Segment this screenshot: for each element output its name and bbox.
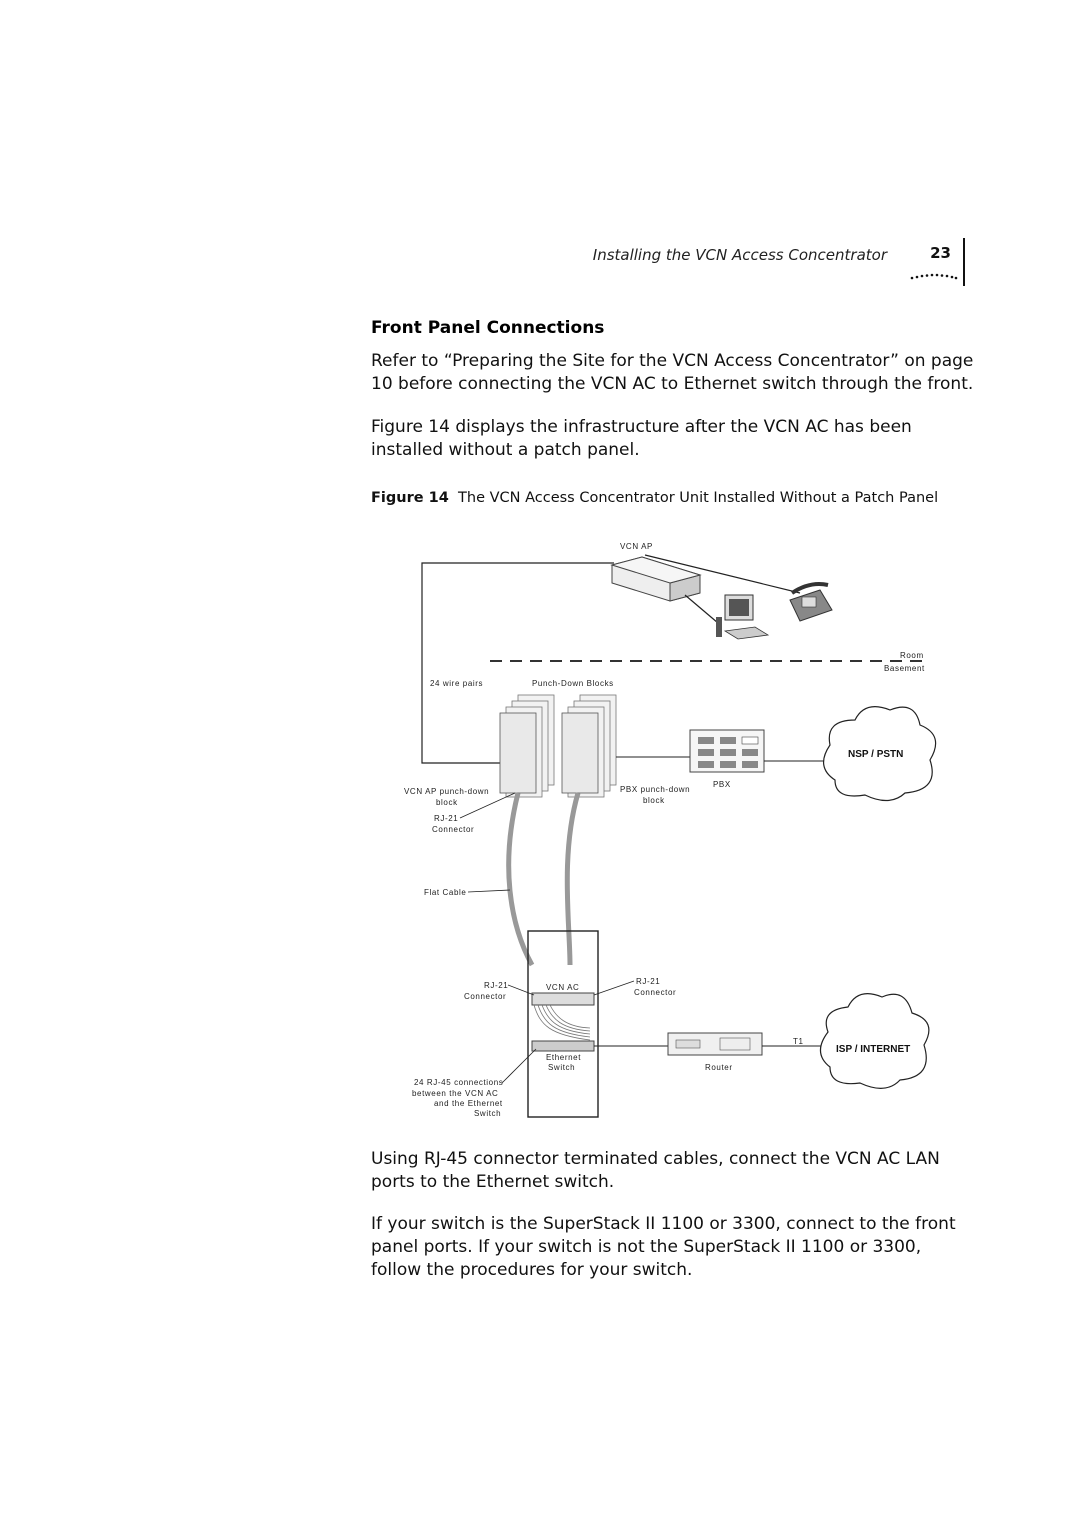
- label-connector-right: Connector: [634, 988, 676, 997]
- page-number: 23: [930, 244, 951, 262]
- paragraph-superstack: If your switch is the SuperStack II 1100…: [371, 1214, 956, 1280]
- label-pbx-block-1: PBX punch-down: [620, 785, 690, 794]
- rj21-lower-left-leader: [507, 984, 535, 996]
- equipment-rack: [527, 930, 599, 1118]
- label-rj45-2: between the VCN AC: [412, 1089, 498, 1098]
- label-nsp-pstn: NSP / PSTN: [848, 749, 903, 760]
- label-isp-internet: ISP / INTERNET: [836, 1044, 910, 1055]
- ap-to-punchdown-wire: [421, 562, 614, 764]
- label-vcn-ap-block-2: block: [436, 798, 458, 807]
- label-punch-down-blocks: Punch-Down Blocks: [532, 679, 614, 688]
- pbx-punch-down-block: [561, 694, 617, 798]
- figure-caption-text: The VCN Access Concentrator Unit Install…: [458, 490, 939, 506]
- label-wire-pairs: 24 wire pairs: [430, 679, 483, 688]
- label-rj45-4: Switch: [474, 1109, 501, 1118]
- figure-caption: Figure 14 The VCN Access Concentrator Un…: [371, 490, 981, 506]
- telephone-icon: [789, 582, 833, 622]
- flat-cable-2: [564, 792, 581, 966]
- ap-to-pc-line: [684, 594, 719, 624]
- label-room: Room: [900, 651, 924, 660]
- pbx-device: [689, 729, 765, 773]
- ap-to-phone-line: [644, 554, 801, 594]
- label-vcn-ac: VCN AC: [546, 983, 579, 992]
- label-rj21-lower-left: RJ-21: [484, 981, 508, 990]
- label-rj45-3: and the Ethernet: [434, 1099, 503, 1108]
- rj21-right-leader: [593, 980, 635, 996]
- paragraph-intro: Refer to “Preparing the Site for the VCN…: [371, 351, 974, 394]
- label-ethernet: Ethernet: [546, 1053, 581, 1062]
- label-rj21-upper: RJ-21: [434, 814, 458, 823]
- section-heading: Front Panel Connections: [371, 318, 605, 338]
- header-rule: [963, 238, 965, 286]
- label-flat-cable: Flat Cable: [424, 888, 466, 897]
- header-title: Installing the VCN Access Concentrator: [592, 246, 887, 264]
- paragraph-figure-ref: Figure 14 displays the infrastructure af…: [371, 417, 912, 460]
- label-rj45-1: 24 RJ-45 connections: [414, 1078, 503, 1087]
- figure-number: Figure 14: [371, 490, 449, 506]
- flat-cable-1: [506, 792, 535, 967]
- label-rj21-right: RJ-21: [636, 977, 660, 986]
- label-vcn-ap: VCN AP: [620, 542, 653, 551]
- rj45-cable-bundle: [533, 1004, 591, 1041]
- vcn-ap-punch-down-block: [499, 694, 555, 798]
- rj21-upper-leader: [459, 792, 516, 819]
- router-device: [667, 1032, 763, 1056]
- flat-cable-leader: [467, 889, 511, 893]
- label-t1: T1: [793, 1037, 804, 1046]
- label-connector-lower-left: Connector: [464, 992, 506, 1001]
- infrastructure-diagram: VCN AP Room Basement 24 wire pairs Punch…: [404, 542, 937, 1118]
- rj45-leader: [501, 1048, 537, 1084]
- ethernet-switch-unit: [531, 1040, 595, 1052]
- running-header: Installing the VCN Access Concentrator 2…: [560, 238, 965, 288]
- vcn-ap-device: [610, 556, 702, 602]
- vcn-ac-unit: [531, 992, 595, 1006]
- label-router: Router: [705, 1063, 733, 1072]
- nsp-pstn-cloud: [823, 706, 937, 802]
- label-vcn-ap-block-1: VCN AP punch-down: [404, 787, 489, 796]
- label-pbx-block-2: block: [643, 796, 665, 805]
- paragraph-rj45: Using RJ-45 connector terminated cables,…: [371, 1149, 940, 1192]
- header-dots-ornament: [910, 273, 958, 280]
- isp-internet-cloud: [819, 993, 930, 1089]
- label-switch: Switch: [548, 1063, 575, 1072]
- label-connector-upper: Connector: [432, 825, 474, 834]
- computer-icon: [716, 594, 770, 640]
- label-pbx: PBX: [713, 780, 731, 789]
- label-basement: Basement: [884, 664, 925, 673]
